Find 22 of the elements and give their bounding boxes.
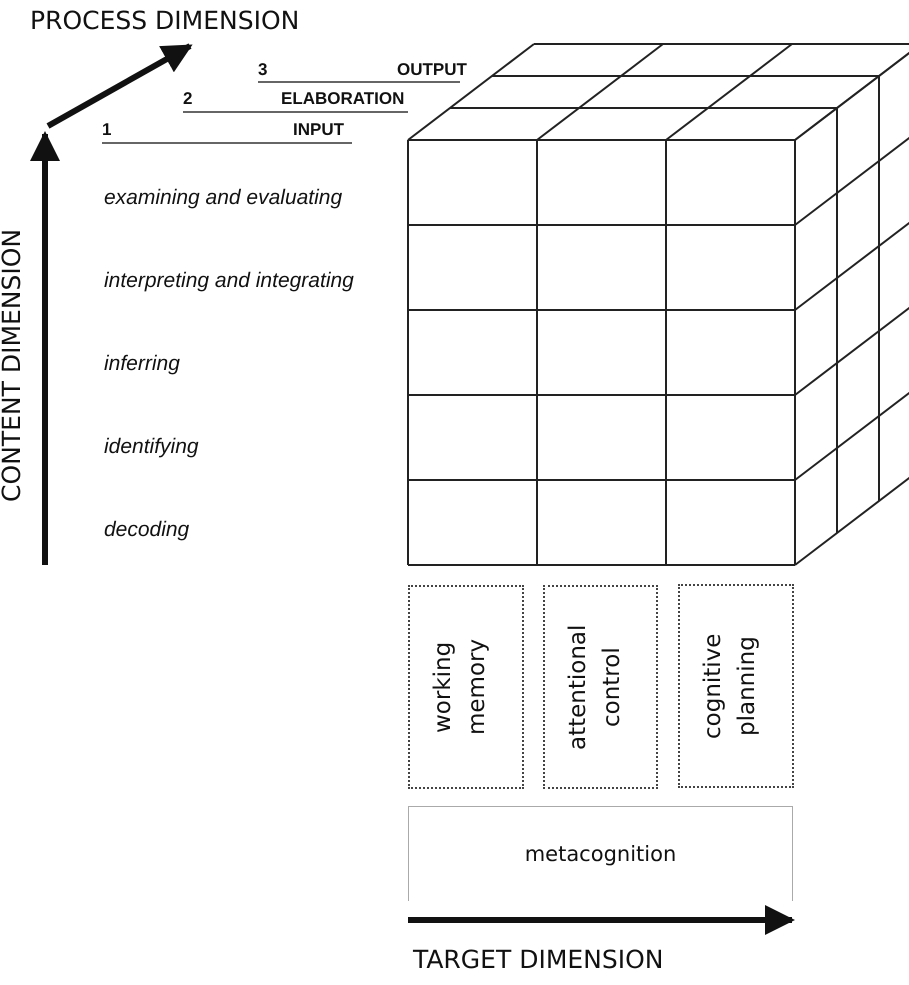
- dimension-box: [543, 585, 658, 789]
- row-label: examining and evaluating: [104, 186, 342, 210]
- box-label: attentional control: [564, 623, 626, 752]
- axis-title: TARGET DIMENSION: [413, 945, 664, 974]
- level-name: INPUT: [293, 120, 344, 140]
- box-label: metacognition: [524, 842, 676, 866]
- axis-title: PROCESS DIMENSION: [30, 6, 300, 35]
- level-number: 2: [183, 89, 192, 109]
- row-label: identifying: [104, 435, 199, 459]
- row-label: interpreting and integrating: [104, 269, 354, 293]
- box-label: cognitive planning: [699, 632, 761, 741]
- dimension-box: [678, 584, 794, 788]
- level-number: 1: [102, 120, 112, 140]
- row-label: decoding: [104, 518, 190, 542]
- level-name: ELABORATION: [281, 89, 404, 109]
- axis-title: CONTENT DIMENSION: [0, 227, 26, 504]
- level-number: 3: [258, 60, 268, 80]
- level-name: OUTPUT: [397, 60, 467, 80]
- box-label: working memory: [429, 638, 491, 738]
- dimension-box: [408, 585, 524, 789]
- row-label: inferring: [104, 352, 180, 376]
- dimension-box: [408, 806, 793, 901]
